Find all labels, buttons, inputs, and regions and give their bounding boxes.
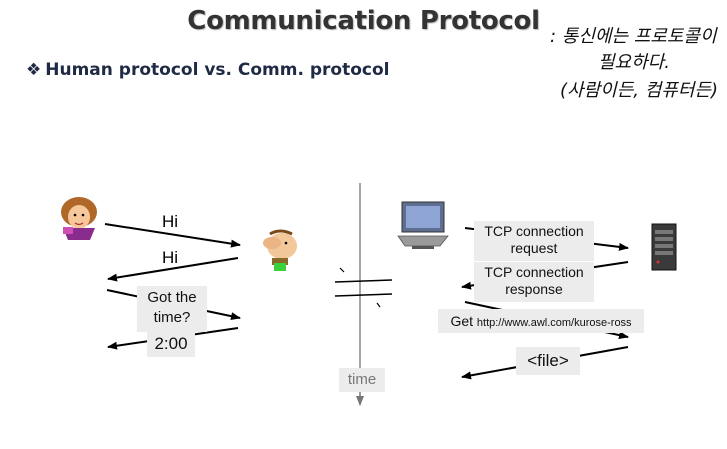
msg-hi-1: Hi bbox=[162, 212, 179, 231]
note-line-1: : 통신에는 프로토콜이 bbox=[550, 26, 717, 47]
note-line-2: 필요하다. bbox=[598, 52, 670, 73]
tcp-response-line-2: response bbox=[505, 281, 563, 297]
file-box: <file> bbox=[516, 347, 580, 375]
time-label: time bbox=[339, 368, 385, 392]
woman-person-icon bbox=[61, 197, 97, 240]
tcp-response-line-1: TCP connection bbox=[484, 264, 584, 280]
arrow-hi-2 bbox=[107, 257, 239, 282]
question-line-2: time? bbox=[153, 309, 191, 326]
slide-title: Communication Protocol bbox=[187, 6, 540, 36]
tcp-response-box: TCP connection response bbox=[474, 262, 594, 302]
note-line-3: (사람이든, 컴퓨터든) bbox=[560, 80, 718, 101]
get-url: http://www.awl.com/kurose-ross bbox=[476, 317, 632, 329]
computer-icon bbox=[397, 201, 449, 249]
question-line-1: Got the bbox=[147, 289, 197, 306]
get-request-box: Get http://www.awl.com/kurose-ross bbox=[438, 309, 644, 333]
answer-box: 2:00 bbox=[147, 331, 195, 357]
timeline-break-1 bbox=[334, 279, 393, 283]
arrow-hi-1 bbox=[104, 223, 241, 248]
tcp-request-line-1: TCP connection bbox=[484, 223, 584, 239]
server-icon bbox=[651, 223, 677, 271]
question-box: Got the time? bbox=[137, 286, 207, 332]
man-person-icon bbox=[263, 229, 297, 271]
tcp-request-line-2: request bbox=[510, 240, 558, 256]
subtitle-text: Human protocol vs. Comm. protocol bbox=[45, 60, 390, 80]
diamond-bullet-icon: ❖ bbox=[26, 60, 42, 80]
timeline-break-2 bbox=[334, 293, 393, 297]
msg-hi-2: Hi bbox=[162, 248, 179, 267]
slide-subtitle: ❖Human protocol vs. Comm. protocol bbox=[26, 60, 389, 80]
tcp-request-box: TCP connection request bbox=[474, 221, 594, 261]
get-prefix: Get bbox=[450, 313, 474, 329]
